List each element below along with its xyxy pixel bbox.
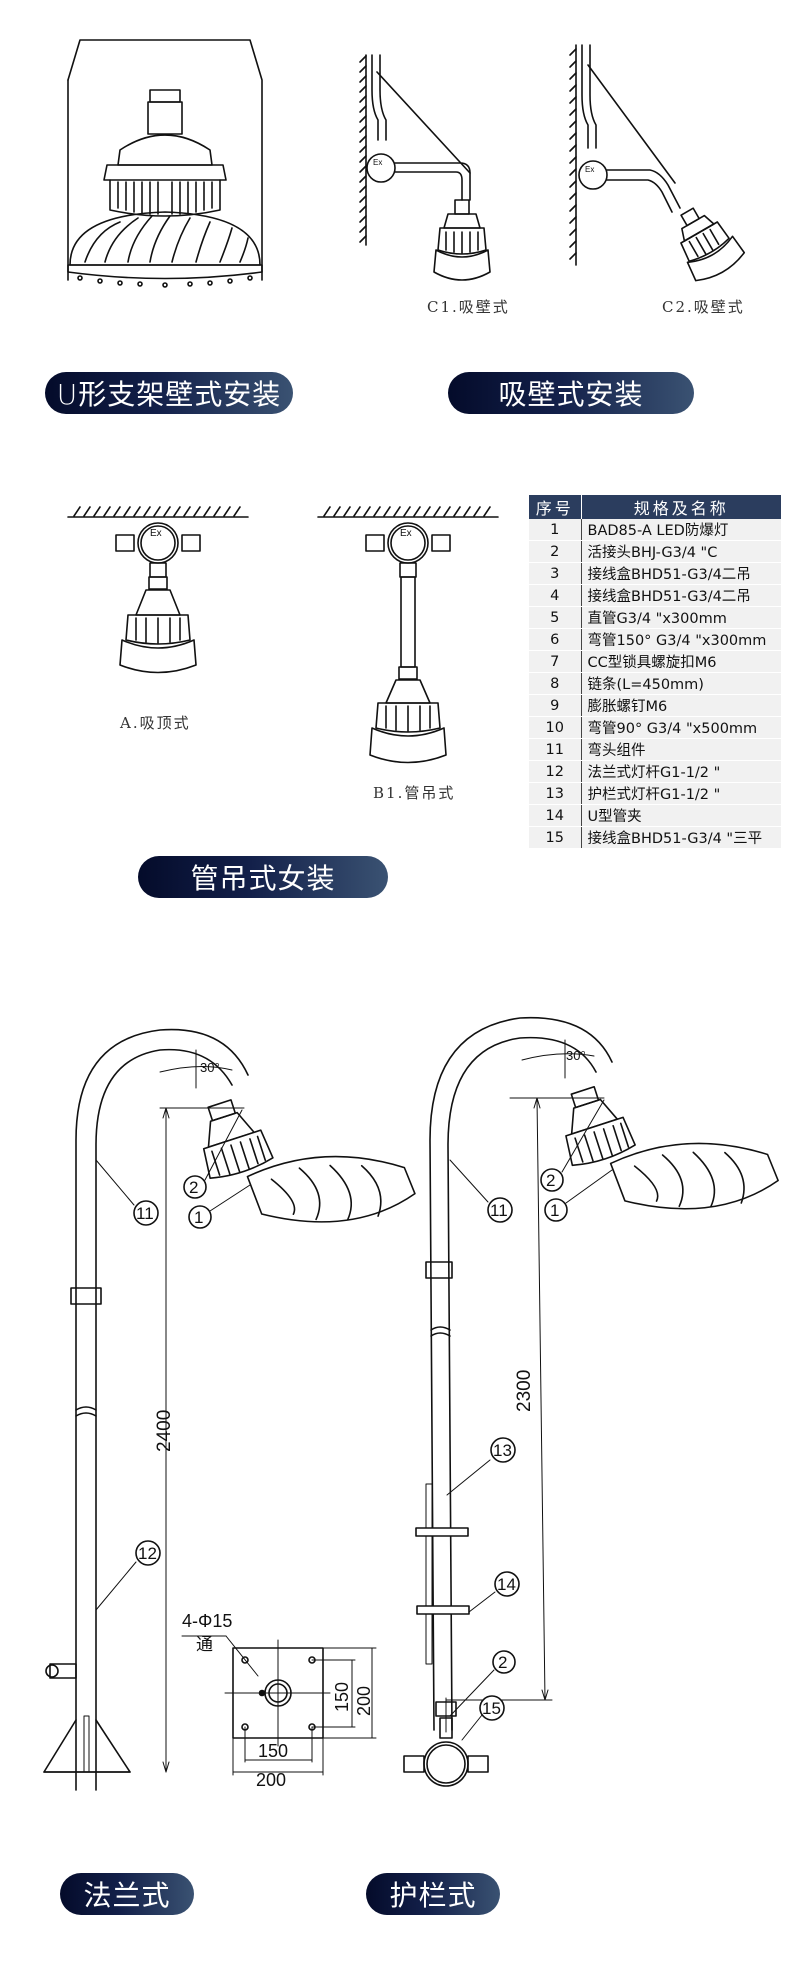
guardrail-callout-14: 14 xyxy=(497,1575,516,1594)
flange-angle-label: 30° xyxy=(200,1060,220,1075)
base-holes-label: 4-Φ15 xyxy=(182,1611,232,1631)
flange-callout-12: 12 xyxy=(138,1544,157,1563)
part-spec: 护栏式灯杆G1-1/2 " xyxy=(581,782,781,805)
ex-mark: Ex xyxy=(373,158,382,167)
guardrail-height-label: 2300 xyxy=(514,1370,535,1412)
pipe-mount-b1-drawing: Ex xyxy=(317,506,499,764)
guardrail-callout-11: 11 xyxy=(490,1201,508,1220)
part-spec: 弯管150° G3/4 "x300mm xyxy=(581,628,781,651)
part-no: 7 xyxy=(529,650,582,673)
part-no: 2 xyxy=(529,540,582,563)
ex-mark: Ex xyxy=(585,165,594,174)
label-u-bracket-wall-mount: U形支架壁式安装 xyxy=(45,372,293,414)
part-spec: 接线盒BHD51-G3/4 "三平 xyxy=(581,826,781,849)
caption-c2: C2.吸壁式 xyxy=(662,298,745,316)
caption-a: A.吸顶式 xyxy=(120,714,191,732)
ceiling-mount-a-drawing: Ex xyxy=(67,506,249,674)
ex-mark: Ex xyxy=(400,528,412,539)
part-spec: 接线盒BHD51-G3/4二吊 xyxy=(581,562,781,585)
part-spec: 膨胀螺钉M6 xyxy=(581,694,781,717)
part-no: 13 xyxy=(529,782,582,805)
header-no: 序号 xyxy=(529,495,582,519)
flange-callout-1: 1 xyxy=(194,1208,203,1227)
part-spec: U型管夹 xyxy=(581,804,781,827)
part-spec: 法兰式灯杆G1-1/2 " xyxy=(581,760,781,783)
part-no: 11 xyxy=(529,738,582,761)
flange-callout-2: 2 xyxy=(189,1178,198,1197)
part-no: 12 xyxy=(529,760,582,783)
parts-table-header: 序号 规格及名称 xyxy=(529,495,781,519)
part-no: 1 xyxy=(529,519,582,541)
guardrail-angle-label: 30° xyxy=(566,1048,586,1063)
part-no: 5 xyxy=(529,606,582,629)
part-no: 6 xyxy=(529,628,582,651)
base-inner-vertical: 150 xyxy=(332,1682,352,1712)
wall-mount-c1-drawing: Ex xyxy=(359,54,491,281)
label-wall-mount: 吸壁式安装 xyxy=(448,372,694,414)
part-spec: 活接头BHJ-G3/4 "C xyxy=(581,540,781,563)
part-no: 15 xyxy=(529,826,582,849)
guardrail-callout-2-bottom: 2 xyxy=(498,1653,507,1672)
label-flange: 法兰式 xyxy=(60,1873,194,1915)
caption-c1: C1.吸壁式 xyxy=(427,298,510,316)
guardrail-callout-2-top: 2 xyxy=(546,1171,555,1190)
ex-mark: Ex xyxy=(150,528,162,539)
part-spec: 直管G3/4 "x300mm xyxy=(581,606,781,629)
part-no: 9 xyxy=(529,694,582,717)
flange-callout-11: 11 xyxy=(136,1204,154,1223)
flange-height-label: 2400 xyxy=(154,1410,175,1452)
caption-b1: B1.管吊式 xyxy=(373,784,456,802)
wall-mount-c2-drawing: Ex xyxy=(569,44,746,282)
guardrail-callout-1: 1 xyxy=(550,1201,559,1220)
part-no: 10 xyxy=(529,716,582,739)
part-no: 3 xyxy=(529,562,582,585)
part-spec: 链条(L=450mm) xyxy=(581,672,781,695)
base-outer-horizontal: 200 xyxy=(256,1770,286,1790)
label-pipe-mount: 管吊式女装 xyxy=(138,856,388,898)
guardrail-callout-13: 13 xyxy=(493,1441,512,1460)
part-no: 4 xyxy=(529,584,582,607)
base-hole-note: 通 xyxy=(196,1635,213,1654)
part-spec: 弯管90° G3/4 "x500mm xyxy=(581,716,781,739)
u-bracket-lamp-drawing xyxy=(67,39,263,288)
part-spec: 接线盒BHD51-G3/4二吊 xyxy=(581,584,781,607)
part-no: 8 xyxy=(529,672,582,695)
part-no: 14 xyxy=(529,804,582,827)
guardrail-callout-15: 15 xyxy=(482,1699,501,1718)
header-spec: 规格及名称 xyxy=(581,495,781,519)
part-spec: BAD85-A LED防爆灯 xyxy=(581,519,781,541)
base-outer-vertical: 200 xyxy=(354,1686,374,1716)
part-spec: 弯头组件 xyxy=(581,738,781,761)
label-guardrail: 护栏式 xyxy=(366,1873,500,1915)
base-inner-horizontal: 150 xyxy=(258,1741,288,1761)
part-spec: CC型锁具螺旋扣M6 xyxy=(581,650,781,673)
